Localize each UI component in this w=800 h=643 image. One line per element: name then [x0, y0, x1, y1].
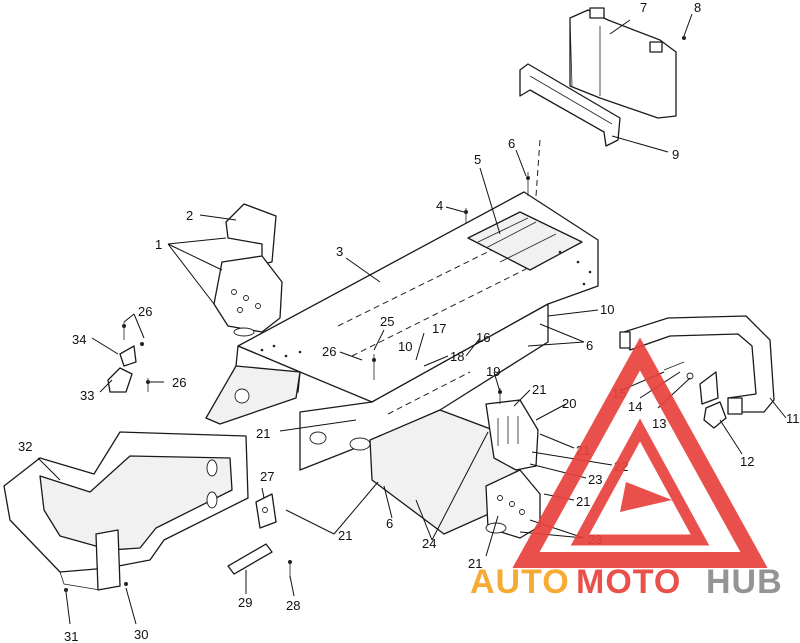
callout-26a: 26 — [322, 344, 336, 359]
callout-26c: 26 — [172, 375, 186, 390]
automotohub-watermark: AUTO MOTO HUB — [470, 337, 783, 601]
mount-clip — [107, 345, 137, 393]
callout-10b: 10 — [398, 339, 412, 354]
callout-6b: 6 — [586, 338, 593, 353]
callout-17: 17 — [432, 321, 446, 336]
callout-28: 28 — [286, 598, 300, 613]
callout-31: 31 — [64, 629, 78, 643]
callout-25: 25 — [380, 314, 394, 329]
watermark-moto: MOTO — [576, 563, 681, 601]
callout-26b: 26 — [138, 304, 152, 319]
watermark-auto: AUTO — [470, 563, 570, 601]
watermark-hub: HUB — [706, 563, 783, 601]
callout-6c: 6 — [386, 516, 393, 531]
callout-9: 9 — [672, 147, 679, 162]
callout-20: 20 — [562, 396, 576, 411]
callout-2: 2 — [186, 208, 193, 223]
watermark-triangle-logo — [512, 337, 768, 568]
callout-29: 29 — [238, 595, 252, 610]
callout-34: 34 — [72, 332, 86, 347]
callout-32: 32 — [18, 439, 32, 454]
side-plate — [255, 493, 277, 529]
callout-24: 24 — [422, 536, 436, 551]
main-tunnel — [205, 191, 599, 425]
cross-bar — [227, 543, 273, 575]
lower-frame — [299, 303, 549, 535]
callout-19: 19 — [486, 364, 500, 379]
callout-4: 4 — [436, 198, 443, 213]
callout-7: 7 — [640, 0, 647, 15]
callout-21f: 21 — [338, 528, 352, 543]
callout-12: 12 — [740, 454, 754, 469]
callout-3: 3 — [336, 244, 343, 259]
rivet-dots — [260, 250, 592, 358]
leader-lines — [37, 13, 787, 625]
rear-bumper — [619, 315, 775, 415]
callout-27: 27 — [260, 469, 274, 484]
callout-16: 16 — [476, 330, 490, 345]
callout-21a: 21 — [532, 382, 546, 397]
callout-1: 1 — [155, 237, 162, 252]
callout-30: 30 — [134, 627, 148, 642]
callout-33: 33 — [80, 388, 94, 403]
callout-5: 5 — [474, 152, 481, 167]
callout-8: 8 — [694, 0, 701, 15]
callout-10: 10 — [600, 302, 614, 317]
callout-21c: 21 — [576, 494, 590, 509]
callout-21e: 21 — [256, 426, 270, 441]
left-bracket — [213, 203, 283, 337]
fasteners — [64, 36, 686, 592]
callout-11: 11 — [786, 411, 800, 426]
callout-23a: 23 — [588, 472, 602, 487]
callout-18: 18 — [450, 349, 464, 364]
callout-14: 14 — [628, 399, 642, 414]
callout-6: 6 — [508, 136, 515, 151]
running-board — [3, 431, 249, 591]
callout-21d: 21 — [468, 556, 482, 571]
rear-bracket — [519, 63, 621, 147]
cover-panel — [569, 7, 677, 119]
callout-13: 13 — [652, 416, 666, 431]
bumper-hardware — [663, 361, 719, 405]
callout-numbers: 1 2 3 4 5 6 7 8 9 10 6 11 12 13 14 15 16… — [18, 0, 800, 643]
